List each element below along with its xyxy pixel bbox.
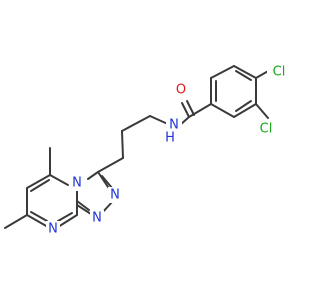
bond bbox=[235, 100, 252, 112]
amide-nitrogen-label: N bbox=[169, 118, 179, 133]
bond bbox=[210, 103, 235, 118]
bond bbox=[101, 175, 113, 189]
bond bbox=[4, 214, 28, 229]
bond bbox=[76, 204, 92, 215]
bond bbox=[186, 100, 195, 116]
bond bbox=[233, 65, 257, 79]
atom-background bbox=[164, 131, 178, 145]
atom-background bbox=[108, 187, 122, 203]
bond bbox=[76, 200, 90, 211]
bond bbox=[26, 174, 51, 189]
atom-background bbox=[166, 117, 182, 133]
bond bbox=[121, 130, 124, 159]
bond bbox=[255, 103, 269, 119]
bond bbox=[181, 102, 190, 118]
atom-background bbox=[70, 175, 84, 191]
oxygen-atom-label: O bbox=[176, 83, 186, 98]
bond bbox=[188, 103, 212, 118]
atom-background bbox=[46, 221, 60, 237]
bond bbox=[57, 214, 78, 228]
bond bbox=[30, 211, 48, 222]
atom-background bbox=[90, 210, 104, 226]
amide-hydrogen-label: H bbox=[165, 131, 175, 146]
bond bbox=[26, 214, 49, 228]
chlorine-atom-label-2: Cl bbox=[260, 122, 273, 137]
bond bbox=[87, 171, 99, 180]
bond bbox=[235, 70, 252, 81]
molecule-structure: O N H Cl Cl N N N N bbox=[4, 63, 291, 237]
bond bbox=[233, 103, 257, 118]
bond bbox=[30, 179, 50, 192]
bond bbox=[97, 157, 124, 173]
atom-background bbox=[254, 120, 278, 138]
bond bbox=[210, 65, 235, 79]
pyrimidine-nitrogen-label: N bbox=[48, 222, 58, 237]
atom-background bbox=[172, 81, 190, 99]
molecule-canvas: O N H Cl Cl N N N N bbox=[4, 63, 291, 237]
chlorine-atom-label-1: Cl bbox=[273, 65, 286, 80]
bond bbox=[49, 174, 69, 186]
atom-background bbox=[267, 63, 291, 81]
triazole-nitrogen-label-upper: N bbox=[110, 188, 120, 203]
fused-ring-nitrogen-label: N bbox=[72, 176, 82, 191]
bond bbox=[121, 115, 151, 132]
bond bbox=[57, 212, 73, 222]
triazole-nitrogen-label-lower: N bbox=[92, 211, 102, 226]
